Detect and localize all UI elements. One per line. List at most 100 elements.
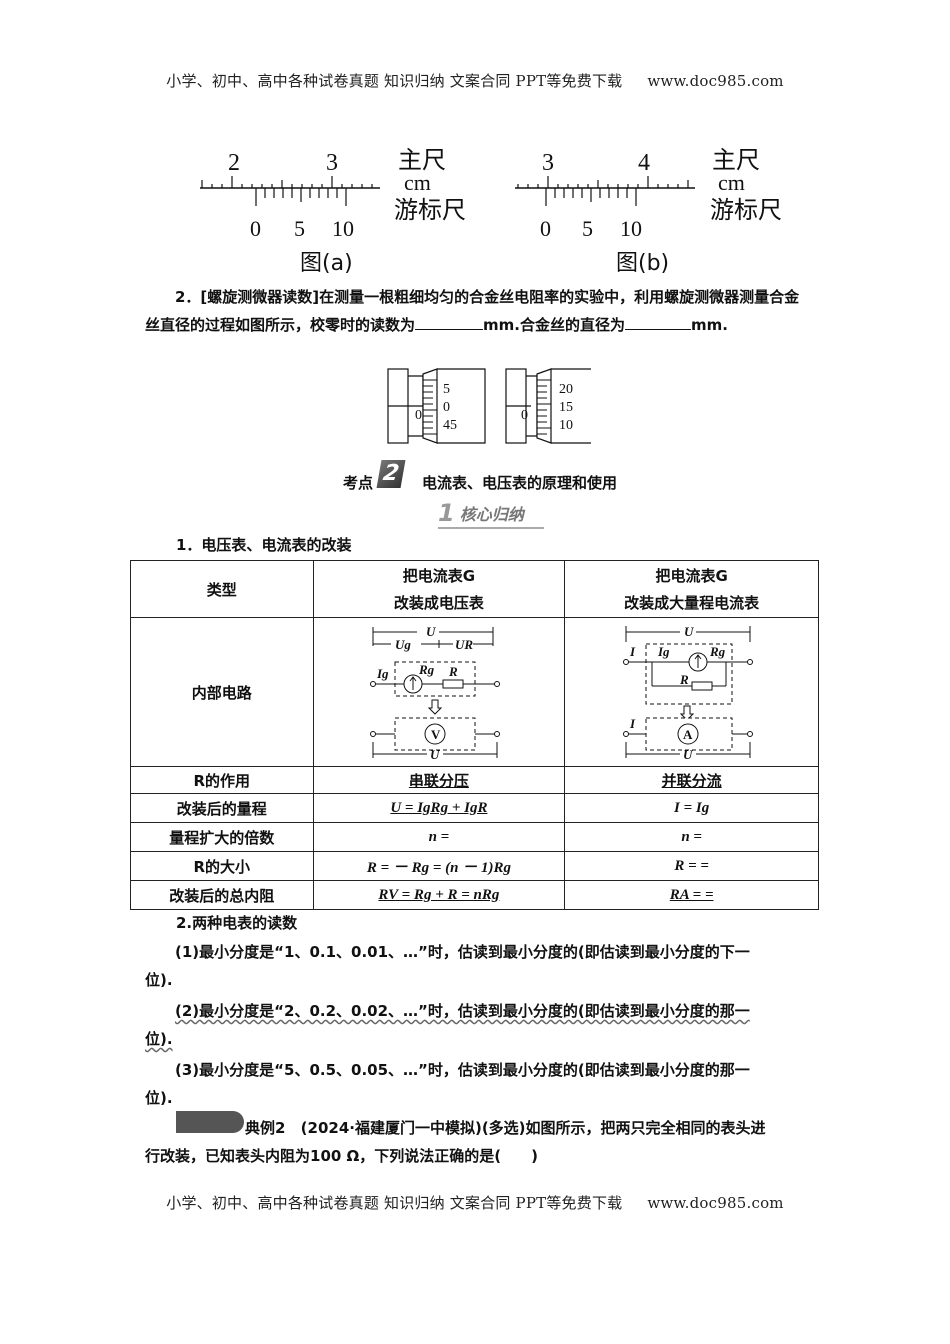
caliper-b-vernier-tick: 10 [620,216,642,241]
row-value-ammeter: R = = [564,851,819,881]
q2-text2: mm.合金丝的直径为 [483,316,625,334]
circuit-label-Rg: Rg [709,644,726,659]
example-2: 典例2 (2024·福建厦门一中模拟)(多选)如图所示，把两只完全相同的表头进 … [145,1114,810,1170]
caliper-b-vernier-tick: 0 [540,216,551,241]
subheading-1: 1．电压表、电流表的改装 [176,536,352,554]
row-label: 改装后的量程 [130,793,314,823]
micrometer-right-mark: 10 [559,418,573,433]
section-number-badge: 2 [376,460,406,488]
caliper-b-unit: cm [718,170,745,195]
circuit-label-I: I [629,644,636,659]
row-value-voltmeter: U = IgRg + IgR [312,793,566,823]
caliper-b-caption: 图(b) [616,251,669,276]
example-text2: 行改装，已知表头内阻为100 Ω，下列说法正确的是( ) [145,1147,538,1165]
header-ammeter: 把电流表G 改装成大量程电流表 [564,560,819,618]
caliper-a-unit: cm [404,170,431,195]
micrometer-left: 0 5 0 45 [387,368,486,444]
caliper-a-main-tick: 3 [326,150,338,176]
example-text1: (2024·福建厦门一中模拟)(多选)如图所示，把两只完全相同的表头进 [300,1119,766,1137]
example-label: 典例2 [245,1119,286,1137]
header-ammeter-line1: 把电流表G [655,567,728,585]
caliper-b-main-tick: 3 [542,150,554,176]
row-label: 改装后的总内阻 [130,880,314,910]
footer-text: 小学、初中、高中各种试卷真题 知识归纳 文案合同 PPT等免费下载 [166,1194,623,1212]
micrometer-left-mark: 45 [443,418,457,433]
rule-3-line1: (3)最小分度是“5、0.5、0.05、…”时，估读到最小分度的(即估读到最小分… [175,1061,750,1079]
circuit-label-U: U [684,624,694,639]
row-value-ammeter: I = Ig [564,793,819,823]
caliper-a-caption: 图(a) [300,251,353,276]
header-ammeter-line2: 改装成大量程电流表 [624,594,760,612]
caliper-a-vernier-tick: 0 [250,216,261,241]
header-type: 类型 [130,560,314,618]
rule-1-line2: 位). [145,971,173,989]
row-label: R的作用 [130,766,314,794]
row-label: 量程扩大的倍数 [130,822,314,852]
rule-2-tail: 位). [145,1030,173,1048]
section-title: 电流表、电压表的原理和使用 [422,474,618,492]
voltmeter-circuit-diagram: U Ug UR Ig Rg R V U [369,624,500,762]
micrometer-right-mark: 20 [559,382,573,397]
row-value-ammeter: RA = = [564,880,819,910]
circuit-row-label: 内部电路 [130,617,314,767]
table-row: 量程扩大的倍数 n = n = [130,822,819,852]
row-value-ammeter: 并联分流 [564,766,819,794]
micrometer-right: 0 20 15 10 [505,368,591,444]
banner-text: 核心归纳 [459,505,524,524]
caliper-figures: 2 3 0 5 10 主尺 cm 游标尺 图(a) [200,146,782,276]
circuit-label-U-bottom: U [430,747,440,762]
page-header: 小学、初中、高中各种试卷真题 知识归纳 文案合同 PPT等免费下载 www.do… [0,70,950,91]
micrometer-left-mark: 0 [443,400,450,415]
q2-text1: 2．[螺旋测微器读数]在测量一根粗细均匀的合金丝电阻率的实验中，利用螺旋测微器测… [145,288,800,334]
circuit-label-Ig: Ig [376,666,389,681]
caliper-a-main-label: 主尺 [398,146,446,174]
example-line1: 典例2 (2024·福建厦门一中模拟)(多选)如图所示，把两只完全相同的表头进 [145,1114,810,1142]
section-prefix: 考点 [343,474,374,492]
rule-2-line1: (2)最小分度是“2、0.2、0.02、…”时，估读到最小分度的(即估读到最小分… [145,997,810,1025]
reading-rules: (1)最小分度是“1、0.1、0.01、…”时，估读到最小分度的(即估读到最小分… [145,938,810,1112]
question-2: 2．[螺旋测微器读数]在测量一根粗细均匀的合金丝电阻率的实验中，利用螺旋测微器测… [145,283,810,339]
voltmeter-symbol: V [431,727,441,742]
circuit-label-Rg: Rg [418,662,435,677]
caliper-a-vernier-label: 游标尺 [394,196,466,224]
footer-url: www.doc985.com [647,1194,784,1212]
micrometer-left-mark: 5 [443,382,450,397]
table-row: 改装后的总内阻 RV = Rg + R = nRg RA = = [130,880,819,910]
answer-blank-zero [415,315,484,330]
header-text: 小学、初中、高中各种试卷真题 知识归纳 文案合同 PPT等免费下载 [166,72,623,90]
core-summary-banner: 1 核心归纳 [438,499,544,529]
row-value-ammeter: n = [564,822,819,852]
micrometer-left-zero: 0 [415,408,422,423]
circuit-label-Ig: Ig [657,644,670,659]
table-row: R的大小 R = － Rg = (n － 1)Rg R = = [130,851,819,881]
row-value-voltmeter: RV = Rg + R = nRg [312,880,566,910]
circuit-label-UR: UR [455,637,473,652]
example-badge [176,1111,244,1133]
circuit-label-R: R [679,672,689,687]
subheading-2: 2.两种电表的读数 [176,914,298,932]
micrometer-right-mark: 15 [559,400,573,415]
ammeter-circuit-diagram: U I Ig Rg R I A U [622,624,753,762]
caliper-a: 2 3 0 5 10 主尺 cm 游标尺 图(a) [200,146,466,276]
rule-2-text: (2)最小分度是“2、0.2、0.02、…”时，估读到最小分度的(即估读到最小分… [175,1002,750,1020]
table-row: R的作用 串联分压 并联分流 [130,766,819,794]
answer-blank-diameter [624,315,691,330]
ammeter-symbol: A [683,727,693,742]
caliper-a-vernier-tick: 10 [332,216,354,241]
caliper-b-vernier-label: 游标尺 [710,196,782,224]
table-circuit-row: 内部电路 [130,617,819,767]
row-value-voltmeter: 串联分压 [312,766,566,794]
header-url: www.doc985.com [647,72,784,90]
caliper-a-vernier-tick: 5 [294,216,305,241]
circuit-label-I-bottom: I [629,716,636,731]
caliper-b: 3 4 0 5 10 主尺 cm 游标尺 图(b) [515,146,782,276]
caliper-b-main-tick: 4 [638,150,650,176]
circuit-label-R: R [448,664,458,679]
row-value-voltmeter: n = [312,822,566,852]
banner-number: 1 [438,499,455,527]
circuit-label-U: U [426,624,436,639]
section-number: 2 [381,461,401,486]
